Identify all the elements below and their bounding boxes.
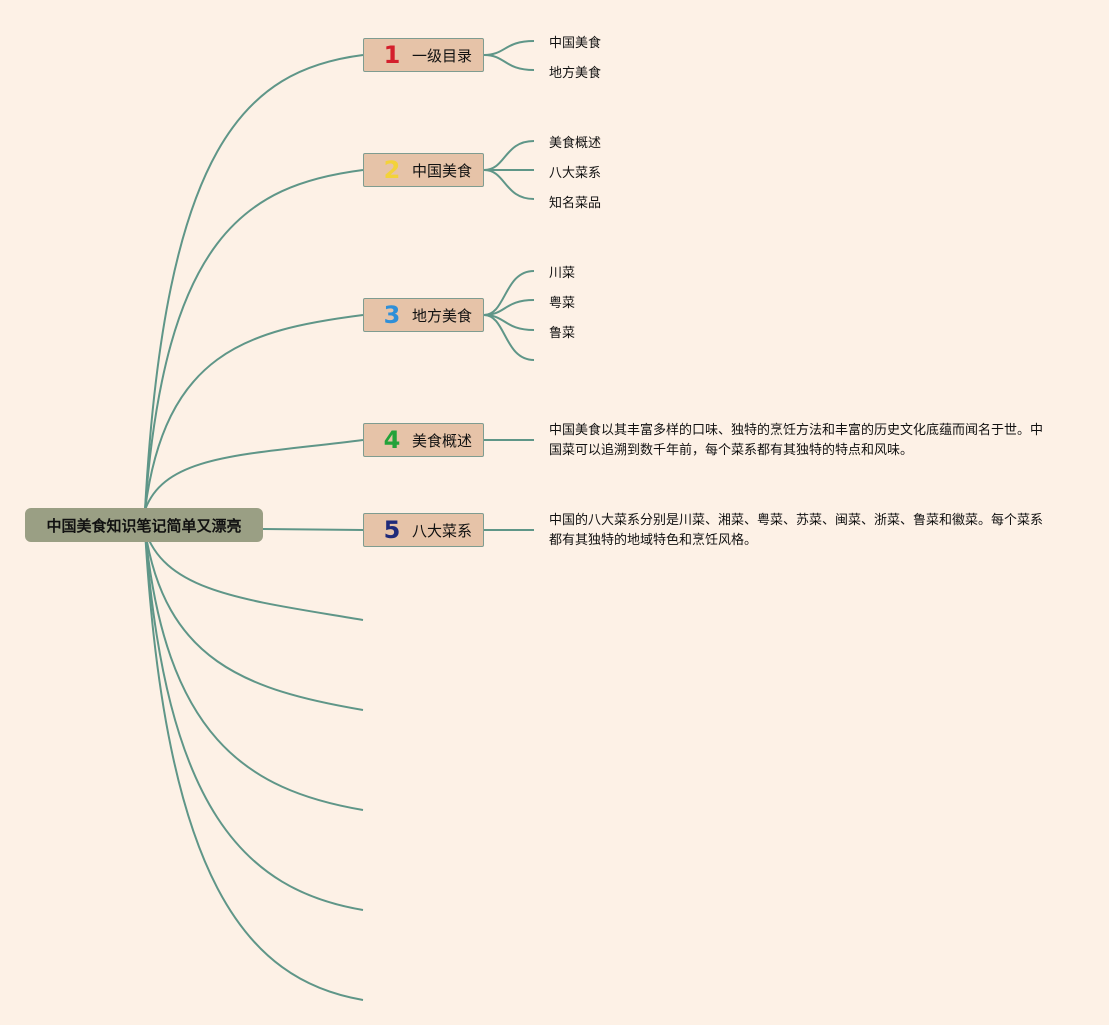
root-connector [144, 439, 364, 511]
branch-label: 中国美食 [412, 161, 473, 180]
root-connector [144, 54, 364, 511]
number-2-icon: 2 [383, 156, 401, 184]
root-connector [144, 169, 364, 511]
branch-node-2[interactable]: 2 中国美食 [363, 153, 484, 187]
leaf-connector [483, 54, 535, 71]
branch-label: 一级目录 [412, 46, 473, 65]
leaf-item[interactable]: 八大菜系 [549, 166, 602, 181]
leaf-item[interactable]: 中国美食 [549, 36, 602, 51]
description-paragraph[interactable]: 中国的八大菜系分别是川菜、湘菜、粤菜、苏菜、闽菜、浙菜、鲁菜和徽菜。每个菜系都有… [549, 513, 1044, 548]
branch-label: 八大菜系 [412, 521, 473, 540]
description-paragraph[interactable]: 中国美食以其丰富多样的口味、独特的烹饪方法和丰富的历史文化底蕴而闻名于世。中国菜… [549, 423, 1044, 458]
root-connector [144, 314, 364, 511]
branch-node-3[interactable]: 3 地方美食 [363, 298, 484, 332]
root-connector [144, 529, 364, 621]
leaf-item[interactable]: 地方美食 [549, 66, 602, 81]
number-3-icon: 3 [383, 301, 401, 329]
root-node[interactable]: 中国美食知识笔记简单又漂亮 [25, 508, 263, 542]
leaf-connector [483, 314, 535, 361]
branch-node-5[interactable]: 5 八大菜系 [363, 513, 484, 547]
root-connector [144, 529, 364, 811]
branch-node-4[interactable]: 4 美食概述 [363, 423, 484, 457]
leaf-item[interactable]: 川菜 [549, 266, 576, 281]
leaf-connector [483, 270, 535, 316]
leaf-connector [483, 169, 535, 200]
leaf-item[interactable]: 知名菜品 [549, 196, 602, 211]
leaf-item[interactable]: 美食概述 [549, 136, 602, 151]
number-1-icon: 1 [383, 41, 401, 69]
number-5-icon: 5 [383, 516, 401, 544]
root-title: 中国美食知识笔记简单又漂亮 [46, 516, 242, 535]
root-connector [144, 529, 364, 1001]
number-4-icon: 4 [383, 426, 401, 454]
leaf-item[interactable]: 鲁菜 [549, 326, 576, 341]
leaf-connector [483, 40, 535, 56]
root-connector [262, 528, 364, 531]
branch-node-1[interactable]: 1 一级目录 [363, 38, 484, 72]
leaf-connector [483, 140, 535, 171]
leaf-item[interactable]: 粤菜 [549, 296, 576, 311]
branch-label: 美食概述 [412, 431, 473, 450]
root-connector [144, 529, 364, 911]
branch-label: 地方美食 [412, 306, 473, 325]
root-connector [144, 529, 364, 711]
